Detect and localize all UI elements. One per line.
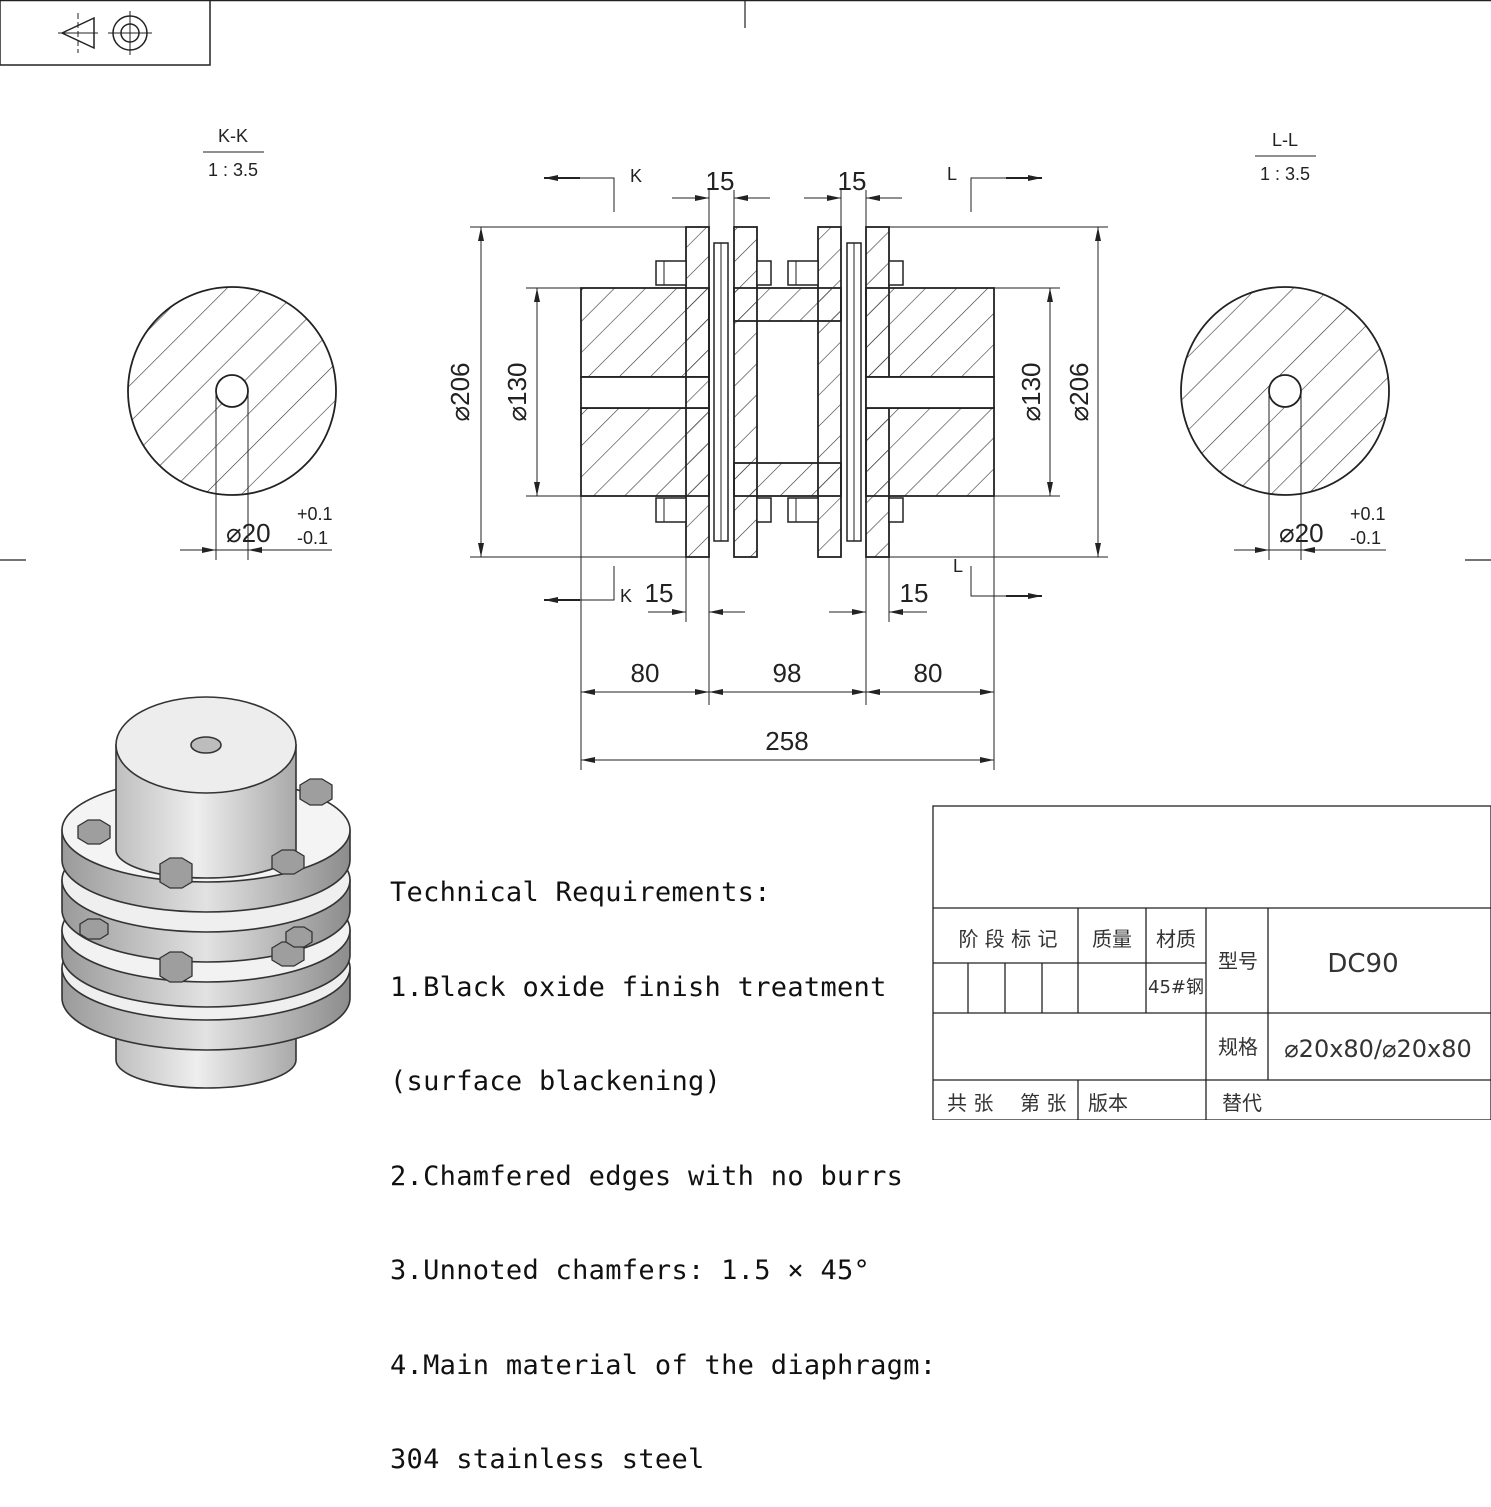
main-section-view xyxy=(580,226,995,558)
tb-stage-mark: 阶 段 标 记 xyxy=(958,927,1057,951)
cut-label-l-bottom: L xyxy=(953,556,963,576)
dim-top-right: 15 xyxy=(838,166,867,196)
dim-bottom-left: 15 xyxy=(645,578,674,608)
cut-label-l-top: L xyxy=(947,164,957,184)
tb-model-value: DC90 xyxy=(1327,949,1398,979)
outer-dia-left: ⌀206 xyxy=(445,362,475,421)
main-view-dimensions xyxy=(470,175,1108,770)
drawing-sheet: K-K 1 : 3.5 ⌀20 +0.1 -0.1 L-L 1 : 3.5 ⌀2… xyxy=(0,0,1491,1120)
tb-material-value: 45#钢 xyxy=(1148,977,1204,998)
tech-req-line: 304 stainless steel xyxy=(390,1444,705,1475)
tb-material: 材质 xyxy=(1156,927,1196,951)
cut-label-k-bottom: K xyxy=(620,586,632,606)
tech-req-line: 2.Chamfered edges with no burrs xyxy=(390,1160,904,1192)
isometric-view xyxy=(61,696,351,1089)
tb-spec-label: 规格 xyxy=(1218,1035,1258,1059)
section-view-ll: L-L 1 : 3.5 ⌀20 +0.1 -0.1 xyxy=(1180,130,1390,560)
section-title-ll: L-L xyxy=(1272,130,1298,150)
title-block xyxy=(932,805,1491,1120)
projection-symbol xyxy=(0,0,211,66)
tol-lower-ll: -0.1 xyxy=(1350,528,1381,548)
tb-version: 版本 xyxy=(1088,1091,1128,1115)
len-mid: 98 xyxy=(773,658,802,688)
tol-lower-kk: -0.1 xyxy=(297,528,328,548)
tol-upper-kk: +0.1 xyxy=(297,504,333,524)
hub-dia-left: ⌀130 xyxy=(502,362,532,421)
section-scale-ll: 1 : 3.5 xyxy=(1260,164,1310,184)
tb-replace: 替代 xyxy=(1222,1091,1262,1115)
tol-upper-ll: +0.1 xyxy=(1350,504,1386,524)
tech-req-line: (surface blackening) xyxy=(390,1066,722,1097)
tb-model-label: 型号 xyxy=(1218,949,1258,973)
tech-req-line: 3.Unnoted chamfers: 1.5 × 45° xyxy=(390,1255,871,1286)
title-block-text: 阶 段 标 记 质量 材质 45#钢 型号 DC90 规格 ⌀20x80/⌀20… xyxy=(947,927,1472,1115)
tech-req-line: 1.Black oxide finish treatment xyxy=(390,971,887,1003)
technical-requirements: Technical Requirements: 1.Black oxide fi… xyxy=(390,814,937,1507)
section-view-kk: K-K 1 : 3.5 ⌀20 +0.1 -0.1 xyxy=(127,126,337,560)
len-hub-right: 80 xyxy=(914,658,943,688)
tech-req-heading: Technical Requirements: xyxy=(390,877,771,908)
main-view-labels: K L K L 15 15 15 15 ⌀206 ⌀130 ⌀130 ⌀206 … xyxy=(445,164,1094,756)
bore-dim-kk: ⌀20 xyxy=(226,518,271,548)
len-total: 258 xyxy=(765,726,808,756)
tb-sheet-no: 第 张 xyxy=(1020,1091,1066,1115)
cut-label-k-top: K xyxy=(630,166,642,186)
tech-req-line: 4.Main material of the diaphragm: xyxy=(390,1349,937,1381)
hub-dia-right: ⌀130 xyxy=(1016,362,1046,421)
dim-top-left: 15 xyxy=(706,166,735,196)
outer-dia-right: ⌀206 xyxy=(1064,362,1094,421)
tb-spec-value: ⌀20x80/⌀20x80 xyxy=(1284,1035,1472,1063)
len-hub-left: 80 xyxy=(631,658,660,688)
section-scale-kk: 1 : 3.5 xyxy=(208,160,258,180)
bore-dim-ll: ⌀20 xyxy=(1279,518,1324,548)
tb-total-sheets: 共 张 xyxy=(947,1091,993,1115)
tb-weight: 质量 xyxy=(1092,927,1132,951)
dim-bottom-right: 15 xyxy=(900,578,929,608)
section-title-kk: K-K xyxy=(218,126,248,146)
